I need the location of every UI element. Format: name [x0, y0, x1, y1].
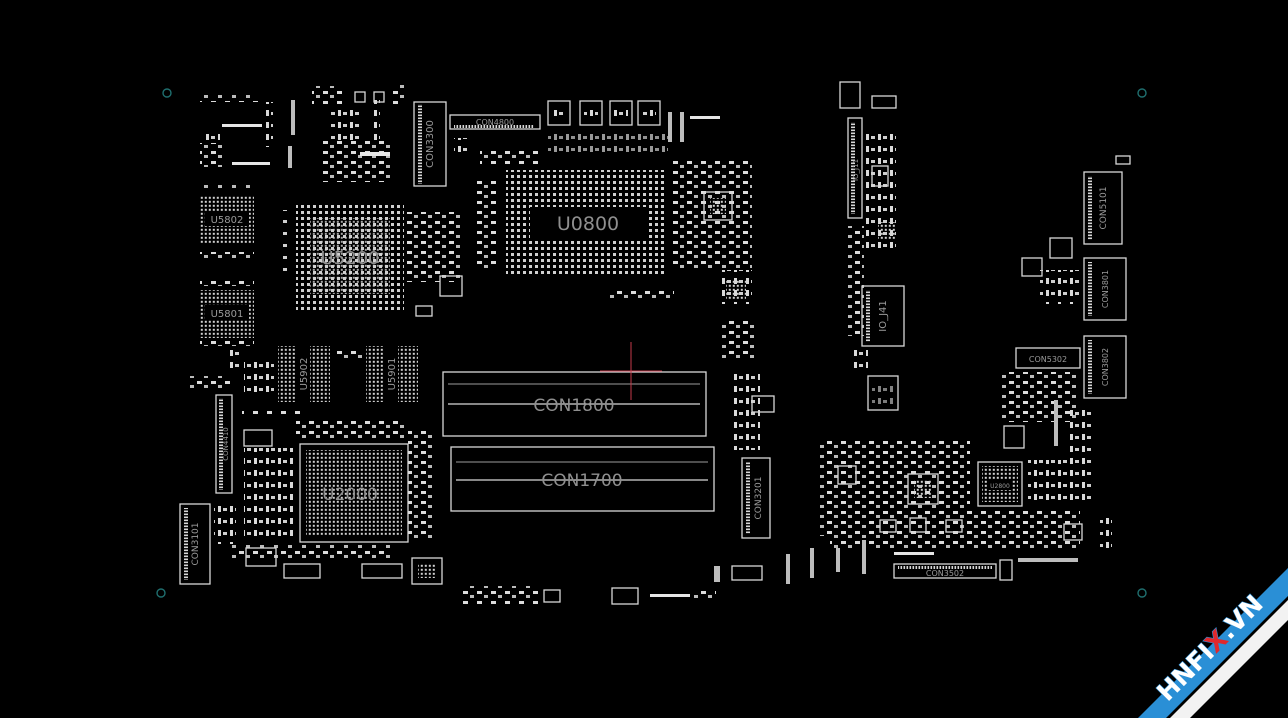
- connector-con3300-label: CON3300: [425, 120, 436, 168]
- connector-con4800-label: CON4800: [476, 118, 514, 127]
- connector-con5101[interactable]: CON5101: [1083, 171, 1123, 245]
- crosshair-cursor: [600, 342, 662, 400]
- chip-u5902[interactable]: U5902: [278, 346, 330, 402]
- chip-u2000-label: U2000: [322, 485, 378, 505]
- connector-con3802-label: CON3802: [1101, 348, 1110, 386]
- connector-con5101-label: CON5101: [1099, 186, 1109, 229]
- connector-io-j11-label: IO_J11: [852, 159, 860, 181]
- chip-u0800-label: U0800: [557, 213, 619, 235]
- connector-io-j41[interactable]: IO_J41: [861, 285, 905, 347]
- mounting-hole: [1137, 588, 1147, 598]
- connector-con3101-label: CON3101: [191, 522, 201, 565]
- chip-u5901[interactable]: U5901: [366, 346, 418, 402]
- chip-u0800[interactable]: U0800: [506, 170, 664, 274]
- mounting-holes: [156, 88, 1147, 598]
- chip-u2000[interactable]: U2000: [299, 443, 409, 543]
- chip-u5802-label: U5802: [211, 215, 244, 226]
- misc-parts-top-left: [200, 84, 404, 190]
- chip-u5801-label: U5801: [211, 309, 244, 320]
- connector-con3502-label: CON3502: [926, 569, 964, 578]
- connector-con4410[interactable]: CON4410: [215, 394, 233, 494]
- connector-con5302-label: CON5302: [1029, 355, 1067, 364]
- connector-con5302[interactable]: CON5302: [1015, 347, 1081, 369]
- connector-io-j11[interactable]: IO_J11: [847, 117, 863, 219]
- connector-con3101[interactable]: CON3101: [179, 503, 211, 585]
- chip-u5200-label: U5200: [321, 248, 380, 269]
- hnfix-watermark: HNFIX.VN: [1138, 568, 1288, 718]
- connector-io-j41-label: IO_J41: [878, 300, 889, 332]
- connector-con1800[interactable]: CON1800: [442, 371, 707, 437]
- connector-con1700[interactable]: CON1700: [450, 446, 715, 512]
- connector-con1800-label: CON1800: [533, 396, 614, 416]
- mounting-hole: [156, 588, 166, 598]
- connector-con4800[interactable]: CON4800: [449, 114, 541, 130]
- connector-con3201[interactable]: CON3201: [741, 457, 771, 539]
- inductor-bank: [547, 100, 720, 156]
- chip-u5901-label: U5901: [387, 358, 398, 391]
- connector-con3201-label: CON3201: [754, 476, 764, 519]
- connector-con4410-label: CON4410: [222, 427, 230, 460]
- chip-u2800-label: U2800: [990, 483, 1010, 490]
- connector-con3300[interactable]: CON3300: [413, 101, 447, 187]
- connector-con3801-label: CON3801: [1101, 270, 1110, 308]
- chip-u2800[interactable]: U2800: [977, 461, 1023, 507]
- mounting-hole: [1137, 88, 1147, 98]
- chip-u5200[interactable]: U5200: [296, 203, 404, 311]
- mounting-hole: [162, 88, 172, 98]
- connector-con3502[interactable]: CON3502: [893, 563, 997, 579]
- connector-con3801[interactable]: CON3801: [1083, 257, 1127, 321]
- chip-u5801[interactable]: U5801: [200, 290, 254, 338]
- connector-con3802[interactable]: CON3802: [1083, 335, 1127, 399]
- chip-u5802[interactable]: U5802: [200, 196, 254, 244]
- chip-u5902-label: U5902: [299, 358, 310, 391]
- connector-con1700-label: CON1700: [541, 471, 622, 491]
